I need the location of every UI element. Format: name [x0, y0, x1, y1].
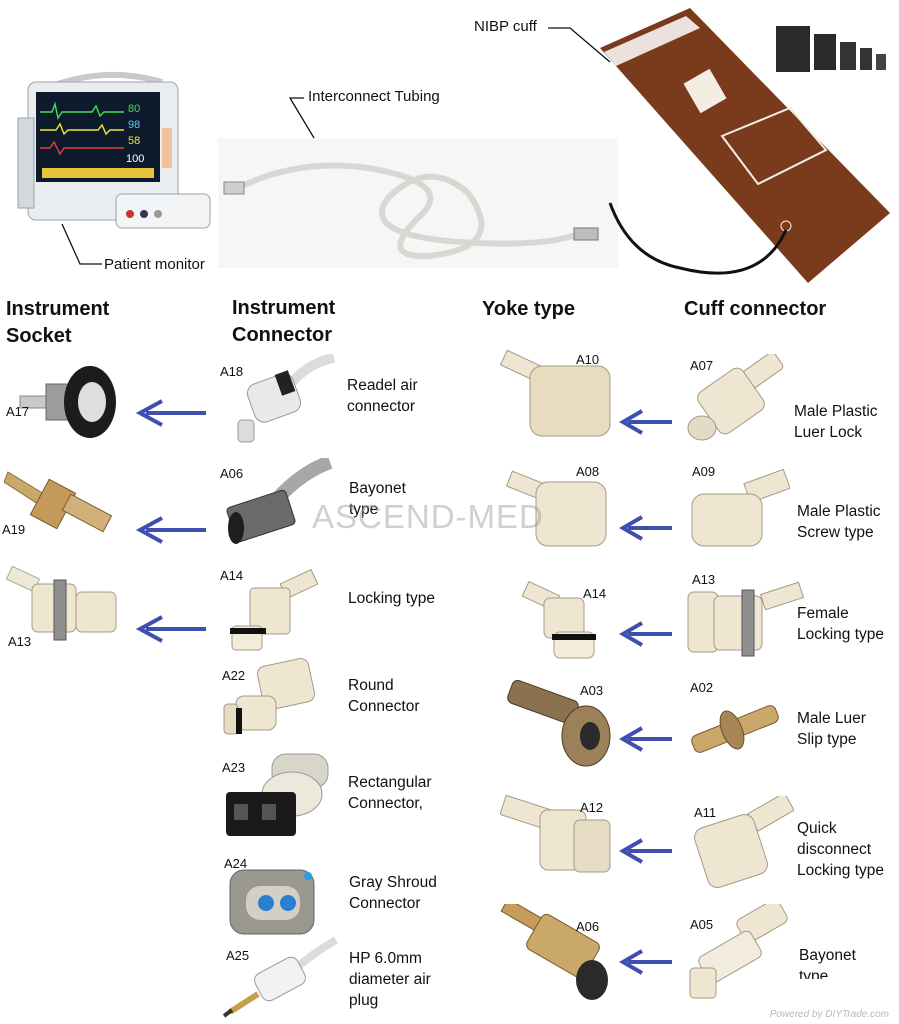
yoke-code: A12 [580, 800, 604, 815]
yoke-image [506, 470, 607, 547]
nibp-cuff-label: NIBP cuff [474, 18, 537, 35]
connector-image [237, 354, 336, 443]
cuff-pointer-line [548, 27, 611, 63]
connection-arrow-icon [619, 949, 672, 975]
connector-description: Readel air connector [347, 377, 418, 415]
cuff-connector-code: A13 [692, 572, 716, 587]
cuff-connector-header: Cuff connector [684, 298, 827, 320]
connector-image [226, 753, 329, 836]
connection-arrow-icon [619, 726, 672, 752]
socket-code: A13 [8, 634, 32, 649]
yoke-code: A14 [583, 586, 607, 601]
socket-image [19, 366, 116, 438]
connector-description: Round Connector [348, 677, 420, 715]
cuff-connector-description: Bayonet type [799, 947, 856, 979]
yoke-image [500, 794, 611, 873]
connection-arrow-icon [619, 409, 672, 435]
cuff-connector-image [687, 581, 805, 657]
yoke-image [500, 349, 611, 437]
cuff-connector-description: Male Plastic Luer Lock [794, 403, 878, 441]
connector-code: A18 [220, 364, 244, 379]
patient-monitor-image: 80 98 58 100 [17, 71, 211, 229]
cuff-connector-code: A05 [690, 917, 714, 932]
socket-image [6, 565, 117, 641]
cuff-connector-description: Quick disconnect Locking type [797, 820, 885, 879]
svg-text:98: 98 [128, 119, 140, 131]
connection-arrow-icon [135, 516, 206, 544]
cuff-connector-description: Male Luer Slip type [797, 710, 866, 748]
connector-code: A25 [226, 948, 250, 963]
yoke-code: A03 [580, 683, 604, 698]
instrument-connector-header: Instrument Connector [232, 297, 336, 346]
connector-image [229, 869, 315, 935]
connector-description: Bayonet type [349, 480, 406, 518]
cuff-connector-code: A11 [694, 805, 717, 820]
yoke-code: A10 [576, 352, 600, 367]
connection-arrow-icon [619, 621, 672, 647]
nibp-cuff-image [600, 8, 890, 283]
connector-description: HP 6.0mm diameter air plug [349, 950, 431, 1009]
yoke-type-header: Yoke type [482, 298, 575, 320]
connector-code: A06 [220, 466, 244, 481]
yoke-image [500, 904, 608, 1000]
cuff-connector-image [691, 468, 790, 547]
connector-code: A22 [222, 668, 246, 683]
connector-image [226, 458, 332, 544]
connector-description: Locking type [348, 590, 436, 607]
cuff-connector-image [687, 354, 784, 441]
connector-image [222, 936, 338, 1018]
footer-credit: Powered by DIYTrade.com [769, 1009, 889, 1020]
interconnect-tubing-image [218, 138, 618, 268]
connection-arrow-icon [619, 515, 672, 541]
connector-image [223, 658, 316, 735]
connector-description: Gray Shroud Connector [349, 874, 437, 912]
interconnect-tubing-label: Interconnect Tubing [308, 88, 440, 105]
connector-code: A24 [224, 856, 248, 871]
yoke-image [521, 580, 596, 659]
cuff-connector-image [691, 705, 779, 753]
connection-arrow-icon [135, 615, 206, 643]
connection-arrow-icon [135, 399, 206, 427]
cuff-sizes-image [776, 26, 886, 72]
cuff-connector-image [689, 904, 788, 999]
svg-text:80: 80 [128, 103, 140, 115]
yoke-code: A06 [576, 919, 600, 934]
instrument-socket-header: Instrument Socket [6, 298, 110, 347]
connector-description: Rectangular Connector, [348, 774, 432, 812]
watermark-text: ASCEND-MED [312, 498, 544, 535]
connector-code: A14 [220, 568, 244, 583]
tubing-pointer-line [288, 97, 315, 139]
socket-code: A19 [2, 522, 26, 537]
cuff-connector-code: A07 [690, 358, 714, 373]
svg-text:100: 100 [126, 153, 144, 165]
svg-text:58: 58 [128, 135, 140, 147]
yoke-image [507, 680, 611, 767]
patient-monitor-label: Patient monitor [104, 256, 205, 273]
socket-code: A17 [6, 404, 30, 419]
cuff-connector-image [694, 796, 794, 888]
connector-code: A23 [222, 760, 246, 775]
yoke-code: A08 [576, 464, 600, 479]
cuff-connector-code: A09 [692, 464, 716, 479]
cuff-connector-code: A02 [690, 680, 714, 695]
socket-image [4, 471, 113, 533]
connector-image [230, 568, 319, 651]
cuff-connector-description: Female Locking type [797, 605, 885, 643]
monitor-pointer-line [61, 223, 102, 265]
connection-arrow-icon [619, 838, 672, 864]
cuff-connector-description: Male Plastic Screw type [797, 503, 881, 541]
